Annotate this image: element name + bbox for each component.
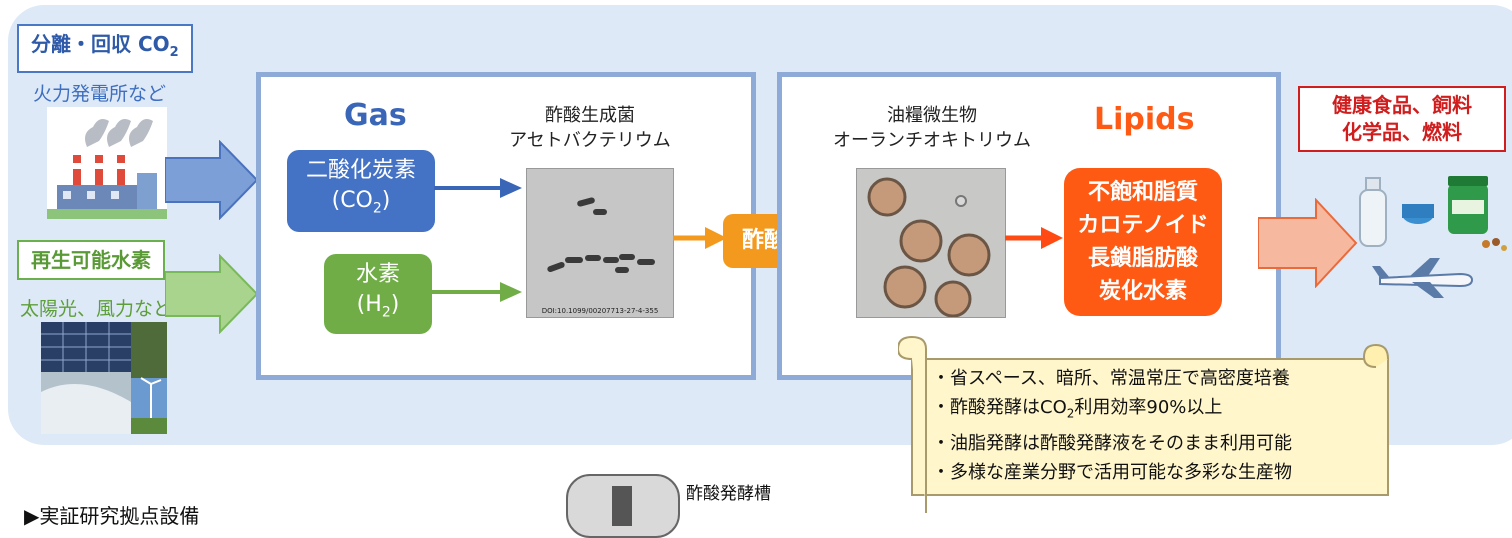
- acetobacterium-micrograph: DOI:10.1099/00207713-27-4-355: [526, 168, 674, 318]
- oleaginous-microbe-label: 油糧微生物 オーランチオキトリウム: [833, 105, 1031, 151]
- lipids-title: Lipids: [1094, 102, 1195, 137]
- gas-title: Gas: [344, 98, 407, 133]
- h2-source-title: 再生可能水素: [17, 240, 165, 280]
- renewable-energy-photo: [41, 322, 167, 434]
- notes-list: ・省スペース、暗所、常温常圧で高密度培養 ・酢酸発酵はCO2利用効率90%以上 …: [932, 364, 1292, 487]
- factory-icon: [47, 107, 167, 219]
- h2-node: 水素 (H2): [324, 254, 432, 334]
- h2-source-caption: 太陽光、風力など: [20, 298, 173, 320]
- fermenter-photo: [566, 474, 680, 538]
- notes-scroll: [898, 335, 1389, 513]
- microbe-to-products-arrow: [1005, 227, 1063, 249]
- bottle-icon: [1359, 177, 1387, 247]
- co2-node: 二酸化炭素 (CO2): [287, 150, 435, 232]
- drink-can-icon: [1402, 204, 1434, 224]
- note-item: ・多様な産業分野で活用可能な多彩な生産物: [932, 461, 1292, 483]
- acetogen-label: 酢酸生成菌 アセトバクテリウム: [509, 105, 671, 151]
- co2-input-arrow: [165, 140, 259, 220]
- doi-text: DOI:10.1099/00207713-27-4-355: [541, 307, 659, 315]
- microbe-to-acetic-arrow: [673, 227, 727, 249]
- supplement-jar-icon: [1448, 176, 1507, 251]
- products-illustration: [1359, 176, 1507, 298]
- fermenter-label: 酢酸発酵槽: [686, 484, 771, 504]
- h2-to-microbe-arrow: [432, 282, 522, 302]
- note-item: ・酢酸発酵はCO2利用効率90%以上: [932, 397, 1223, 421]
- co2-source-title: 分離・回収 CO2: [17, 24, 193, 73]
- aurantiochytrium-micrograph: [856, 168, 1006, 318]
- h2-input-arrow: [165, 254, 259, 334]
- note-item: ・省スペース、暗所、常温常圧で高密度培養: [932, 368, 1290, 389]
- outputs-title: 健康食品、飼料 化学品、燃料: [1298, 86, 1506, 152]
- output-arrow: [1258, 198, 1358, 288]
- demo-facility-heading: ▶実証研究拠点設備: [24, 504, 200, 528]
- airplane-icon: [1372, 258, 1474, 298]
- lipid-products-node: 不飽和脂質 カロテノイド 長鎖脂肪酸 炭化水素: [1064, 168, 1222, 316]
- co2-to-microbe-arrow: [434, 178, 522, 198]
- co2-source-caption: 火力発電所など: [33, 83, 167, 105]
- note-item: ・油脂発酵は酢酸発酵液をそのまま利用可能: [932, 432, 1292, 454]
